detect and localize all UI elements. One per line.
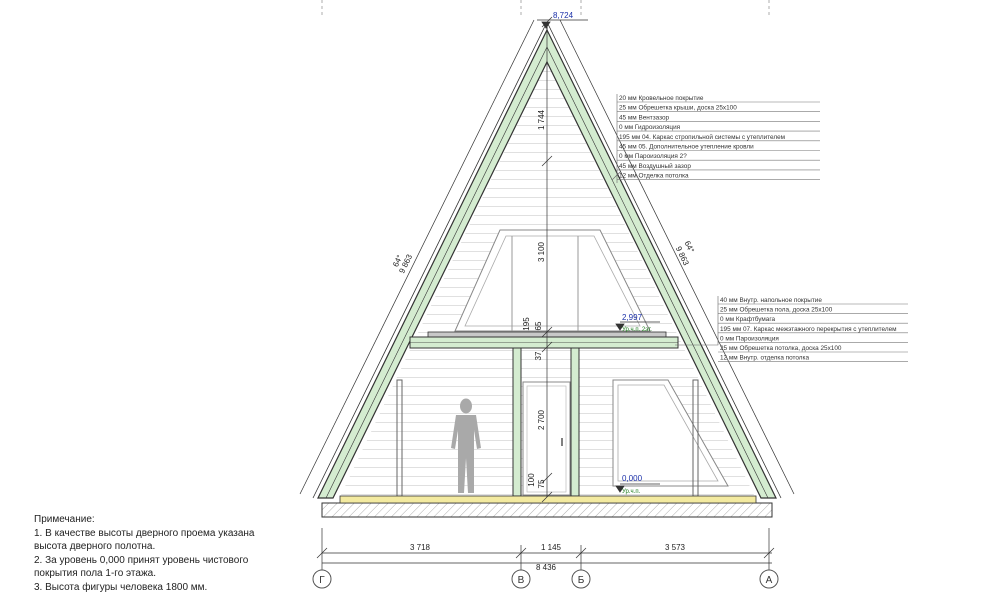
layer-row-text: 0 мм Пароизоляция 2? <box>619 153 687 160</box>
layer-row-text: 0 мм Гидроизоляция <box>619 124 681 131</box>
slope-dimension-lines <box>299 19 795 495</box>
layer-row-text: 40 мм Внутр. напольное покрытие <box>720 297 822 304</box>
axis-label-a: А <box>766 575 773 586</box>
layer-row-text: 0 мм Крафтбумага <box>720 315 776 323</box>
dim-v-1744: 1 744 <box>537 109 546 130</box>
notes-line: покрытия пола 1-го этажа. <box>34 568 156 579</box>
notes-title: Примечание: <box>34 514 95 525</box>
horizontal-dimension-lines <box>316 528 775 571</box>
axis-label-b: Б <box>578 575 585 586</box>
lower-right-window <box>612 379 729 487</box>
dim-h-right: 3 573 <box>665 543 686 552</box>
dim-h-total: 8 436 <box>536 563 557 572</box>
spec-leaders <box>611 94 719 346</box>
level-ridge: 8,724 <box>553 11 574 20</box>
dim-v-100: 100 <box>527 473 536 487</box>
layer-row-text: 195 мм 04. Каркас стропильной системы с … <box>619 133 785 141</box>
dim-v-75: 75 <box>537 479 546 488</box>
layer-row-text: 45 мм Вентзазор <box>619 114 670 121</box>
dim-v-3100: 3 100 <box>537 241 546 262</box>
dim-v-195: 195 <box>522 317 531 331</box>
notes-line: 2. За уровень 0,000 принят уровень чисто… <box>34 554 249 566</box>
dim-h-mid: 1 145 <box>541 543 562 552</box>
dim-h-left: 3 718 <box>410 543 431 552</box>
notes-block: Примечание: 1. В качестве высоты дверног… <box>34 513 314 594</box>
level-markers <box>537 19 660 493</box>
vertical-dimension-chain <box>541 16 553 503</box>
axis-top-marks <box>321 0 770 18</box>
axis-label-v: В <box>518 575 525 586</box>
layer-row-text: 25 мм Обрешетка пола, доска 25х100 <box>720 306 833 314</box>
foundation-slab <box>321 502 773 518</box>
layer-row-text: 12 мм Внутр. отделка потолка <box>720 355 809 362</box>
layer-row-text: 25 мм Обрешетка потолка, доска 25х100 <box>720 344 842 352</box>
human-figure <box>451 398 481 493</box>
dim-v-65: 65 <box>534 321 543 330</box>
layer-row-text: 20 мм Кровельное покрытие <box>619 95 704 102</box>
upper-window <box>454 229 651 332</box>
collar-beam <box>409 336 679 349</box>
level-floor1: 0,000 <box>622 474 643 483</box>
roof-layer-table: 20 мм Кровельное покрытие 25 мм Обрешетка… <box>617 95 820 180</box>
dim-v-37: 37 <box>534 351 543 360</box>
floor-insulation <box>339 495 757 504</box>
level-floor2: 2,997 <box>622 313 643 322</box>
layer-row-text: 25 мм Обрешетка крыши, доска 25х100 <box>619 104 737 112</box>
level-floor2-name: Ур.ч.п. 2эт. <box>622 327 652 333</box>
door <box>522 381 571 496</box>
layer-row-text: 12 мм Отделка потолка <box>619 173 689 180</box>
axis-label-g: Г <box>319 575 325 586</box>
notes-line: 3. Высота фигуры человека 1800 мм. <box>34 581 208 593</box>
floor-layer-table: 40 мм Внутр. напольное покрытие 25 мм Обр… <box>718 297 908 362</box>
dim-v-2700: 2 700 <box>537 409 546 430</box>
layer-row-text: 45 мм 05. Дополнительное утепление кровл… <box>619 144 754 151</box>
layer-row-text: 45 мм Воздушный зазор <box>619 162 691 170</box>
layer-row-text: 195 мм 07. Каркас межэтажного перекрытия… <box>720 326 897 333</box>
notes-line: 1. В качестве высоты дверного проема ука… <box>34 527 255 539</box>
notes-line: высота дверного полотна. <box>34 541 156 552</box>
level-floor1-name: Ур.ч.п. <box>622 489 641 495</box>
axis-bubbles <box>312 569 779 589</box>
layer-row-text: 0 мм Пароизоляция <box>720 335 779 342</box>
